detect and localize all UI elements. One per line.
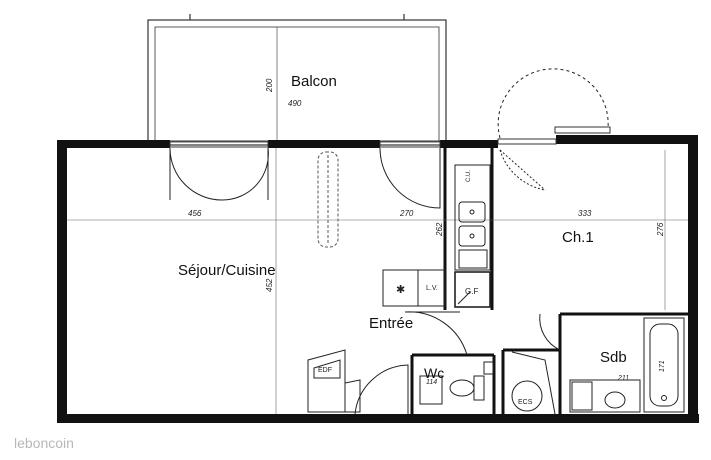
dim-kitchen-depth: 262 bbox=[435, 222, 444, 237]
dim-balcon-width: 490 bbox=[288, 99, 302, 108]
windows bbox=[169, 126, 611, 148]
label-edf: EDF bbox=[318, 367, 332, 374]
room-label-sdb: Sdb bbox=[600, 349, 627, 366]
kitchen-fixtures bbox=[382, 164, 491, 308]
door-main bbox=[354, 364, 409, 415]
washbasin bbox=[604, 391, 626, 409]
dim-wc-width: 114 bbox=[426, 379, 437, 386]
door-sejour-right bbox=[221, 147, 269, 201]
dim-balcon-depth: 200 bbox=[265, 78, 274, 93]
dim-sdb-width: 211 bbox=[617, 375, 629, 382]
watermark-logo: leboncoin bbox=[14, 435, 74, 451]
room-label-wc: Wc bbox=[424, 365, 444, 381]
room-label-entree: Entrée bbox=[369, 315, 413, 332]
wall-top-right-a bbox=[440, 140, 498, 148]
label-lv: L.V. bbox=[426, 285, 438, 292]
window-sejour bbox=[169, 140, 269, 148]
exterior-walls bbox=[57, 135, 699, 423]
window-ch1 bbox=[497, 138, 557, 145]
label-ecs: ECS bbox=[518, 399, 533, 406]
vanity bbox=[569, 379, 641, 413]
sdb-fixtures bbox=[569, 317, 685, 413]
wc-fixtures bbox=[419, 361, 494, 405]
star-icon: ✱ bbox=[396, 284, 405, 296]
label-gf: G.F bbox=[465, 287, 478, 296]
bathtub-inner bbox=[649, 323, 679, 407]
sink-drain-2 bbox=[469, 233, 475, 239]
door-ecs bbox=[511, 351, 556, 415]
doors bbox=[169, 68, 609, 415]
wc-bowl bbox=[449, 379, 475, 397]
room-label-balcon: Balcon bbox=[291, 73, 337, 90]
wall-top-right-b bbox=[556, 135, 696, 144]
sink-basin-2 bbox=[458, 225, 486, 247]
dim-sejour-depth: 452 bbox=[265, 278, 274, 292]
wc-tank bbox=[473, 375, 485, 401]
label-cu: C.U. bbox=[466, 170, 472, 182]
wall-left bbox=[57, 140, 67, 422]
door-ch1-balcony bbox=[499, 149, 546, 191]
lv-unit bbox=[382, 269, 446, 307]
edf-outline bbox=[307, 349, 346, 413]
ecs-tank bbox=[511, 380, 543, 412]
hob bbox=[458, 249, 488, 269]
duct bbox=[317, 151, 339, 248]
kitchen-counter bbox=[454, 164, 491, 271]
entrance-arrow bbox=[371, 418, 383, 423]
door-sdb bbox=[539, 313, 561, 351]
sink-drain-1 bbox=[469, 209, 475, 215]
vanity-cabinet bbox=[571, 381, 593, 411]
edf-cabinet bbox=[344, 379, 361, 413]
door-kitchen bbox=[379, 147, 441, 209]
room-label-sejour: Séjour/Cuisine bbox=[178, 262, 276, 279]
dim-ch1-width: 333 bbox=[578, 209, 592, 218]
ecs-fixture bbox=[511, 380, 543, 412]
dimension-lines bbox=[67, 148, 688, 414]
window-balcony-door bbox=[554, 126, 611, 134]
sink-basin-1 bbox=[458, 201, 486, 223]
dim-kitchen-width: 270 bbox=[399, 209, 414, 218]
wc-basin bbox=[419, 375, 443, 405]
room-label-ch1: Ch.1 bbox=[562, 229, 594, 246]
entrance-marker bbox=[371, 418, 383, 423]
gf-unit bbox=[454, 271, 491, 308]
dim-bath-length: 171 bbox=[659, 360, 666, 372]
wall-top-left bbox=[60, 140, 170, 148]
bathtub-drain bbox=[661, 395, 667, 401]
duct-outline bbox=[317, 151, 339, 248]
edf-inner bbox=[313, 359, 341, 379]
window-kitchen bbox=[379, 140, 441, 148]
door-sejour-left bbox=[169, 147, 223, 201]
bathtub bbox=[643, 317, 685, 413]
wall-right bbox=[688, 135, 698, 423]
wall-top-mid bbox=[268, 140, 380, 148]
edf-panel bbox=[307, 349, 361, 413]
wc-duct bbox=[483, 361, 494, 375]
door-entree bbox=[404, 311, 468, 356]
dim-sejour-width: 456 bbox=[188, 209, 202, 218]
gf-diagonal bbox=[457, 291, 471, 305]
wall-bottom bbox=[57, 414, 699, 423]
dim-ch1-depth: 276 bbox=[656, 222, 665, 237]
interior-walls bbox=[410, 148, 688, 414]
door-balcony-swing bbox=[497, 68, 609, 139]
